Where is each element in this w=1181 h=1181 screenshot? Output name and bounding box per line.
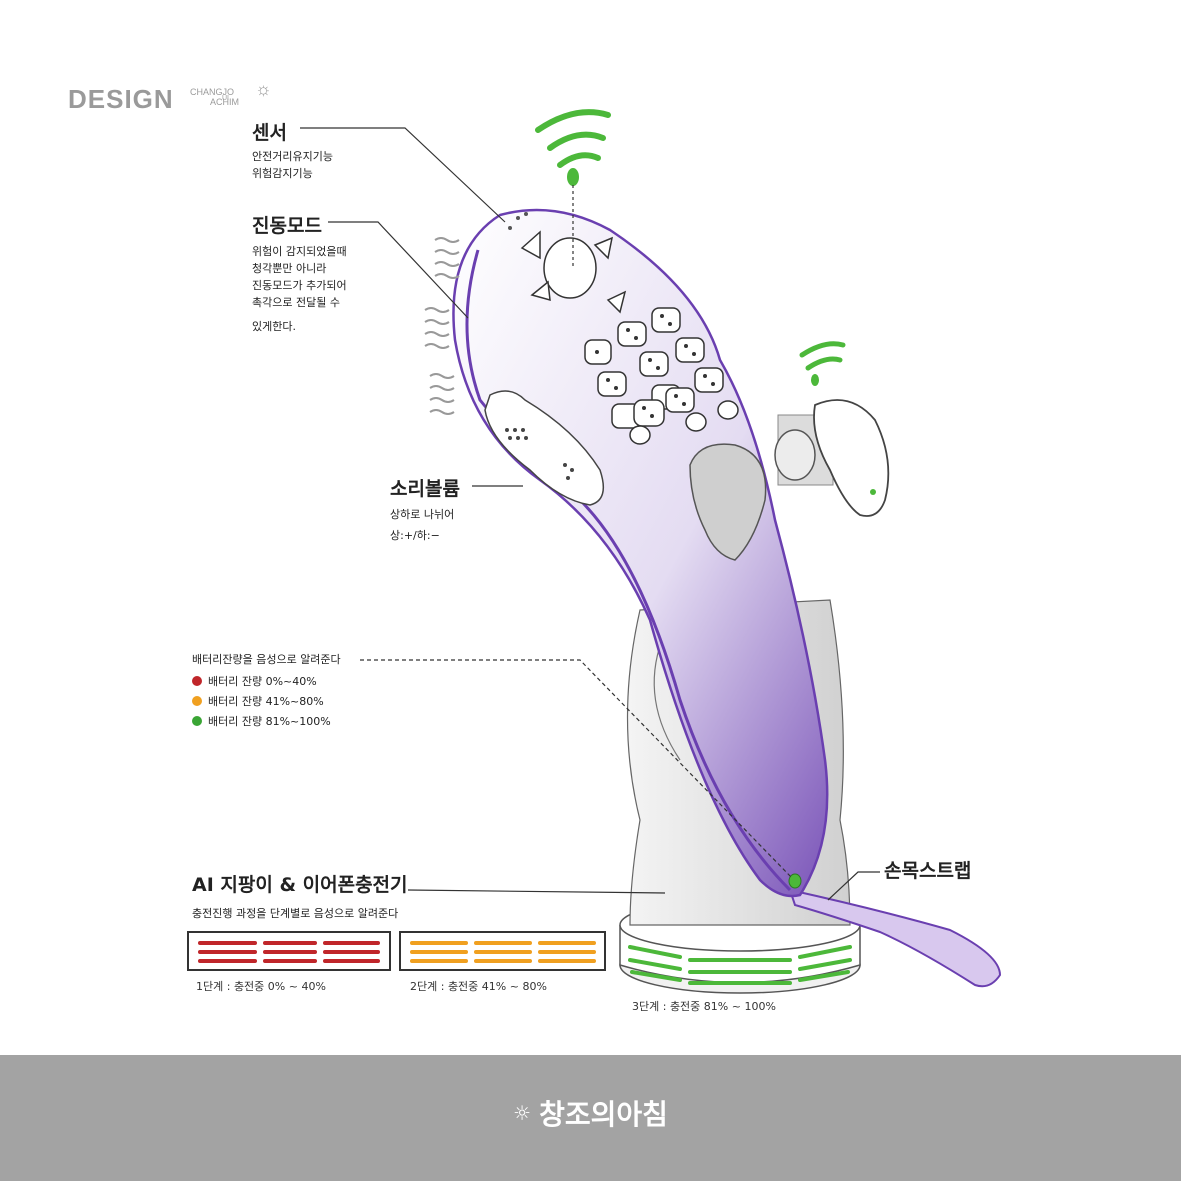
strap-title: 손목스트랩 [884, 860, 972, 882]
vibration-desc-5: 있게한다. [252, 320, 296, 333]
brand-wordmark: DESIGN [68, 84, 174, 114]
stage-1-bars [187, 931, 391, 971]
sensor-desc-2: 위험감지기능 [252, 167, 313, 180]
sun-icon: ☼ [255, 79, 272, 99]
volume-title: 소리볼륨 [390, 478, 460, 500]
earbud [774, 399, 890, 517]
vibration-title: 진동모드 [252, 215, 322, 237]
navigation-pad [520, 230, 627, 314]
red-dot-icon [192, 676, 202, 686]
sensor-title: 센서 [252, 122, 287, 144]
battery-level-mid: 배터리 잔량 41%~80% [192, 692, 324, 712]
footer-bar: ☼창조의아침 [0, 1055, 1181, 1181]
battery-level-low: 배터리 잔량 0%~40% [192, 672, 317, 692]
brand-sub-top: CHANGJO [190, 87, 235, 97]
brand-sub-bottom: ACHIM [210, 97, 239, 107]
volume-desc-2: 상:+/하:− [390, 529, 440, 542]
charger-title: AI 지팡이 & 이어폰충전기 [192, 874, 408, 896]
earbud-slot [689, 443, 767, 561]
orange-dot-icon [192, 696, 202, 706]
stage-2-bars [399, 931, 606, 971]
vibration-desc-3: 진동모드가 추가되어 [252, 279, 347, 292]
vibration-desc-1: 위험이 감지되었을때 [252, 245, 347, 258]
charger-subtitle: 충전진행 과정을 단계별로 음성으로 알려준다 [192, 907, 399, 920]
battery-title: 배터리잔량을 음성으로 알려준다 [192, 653, 341, 666]
braille-keypad [584, 307, 739, 445]
signal-icon [535, 109, 611, 168]
brand-sub-mid: UI [222, 95, 229, 102]
stage-1-label: 1단계 : 충전중 0% ~ 40% [196, 980, 326, 993]
battery-level-high: 배터리 잔량 81%~100% [192, 712, 331, 732]
stage-2-label: 2단계 : 충전중 41% ~ 80% [410, 980, 547, 993]
wrist-strap [788, 888, 1002, 988]
green-dot-icon [192, 716, 202, 726]
vibration-desc-2: 청각뿐만 아니라 [252, 262, 327, 275]
volume-button [484, 390, 605, 506]
product-sketch [187, 109, 1002, 994]
vibration-marks [424, 237, 460, 415]
vibration-desc-4: 촉각으로 전달될 수 [252, 296, 340, 309]
sun-icon: ☼ [513, 1101, 532, 1125]
sensor-desc-1: 안전거리유지기능 [252, 150, 333, 163]
earbud-signal-icon [799, 341, 846, 371]
volume-desc-1: 상하로 나뉘어 [390, 508, 455, 521]
footer-brand: ☼창조의아침 [513, 1098, 668, 1131]
stage-3-label: 3단계 : 충전중 81% ~ 100% [632, 1000, 776, 1013]
